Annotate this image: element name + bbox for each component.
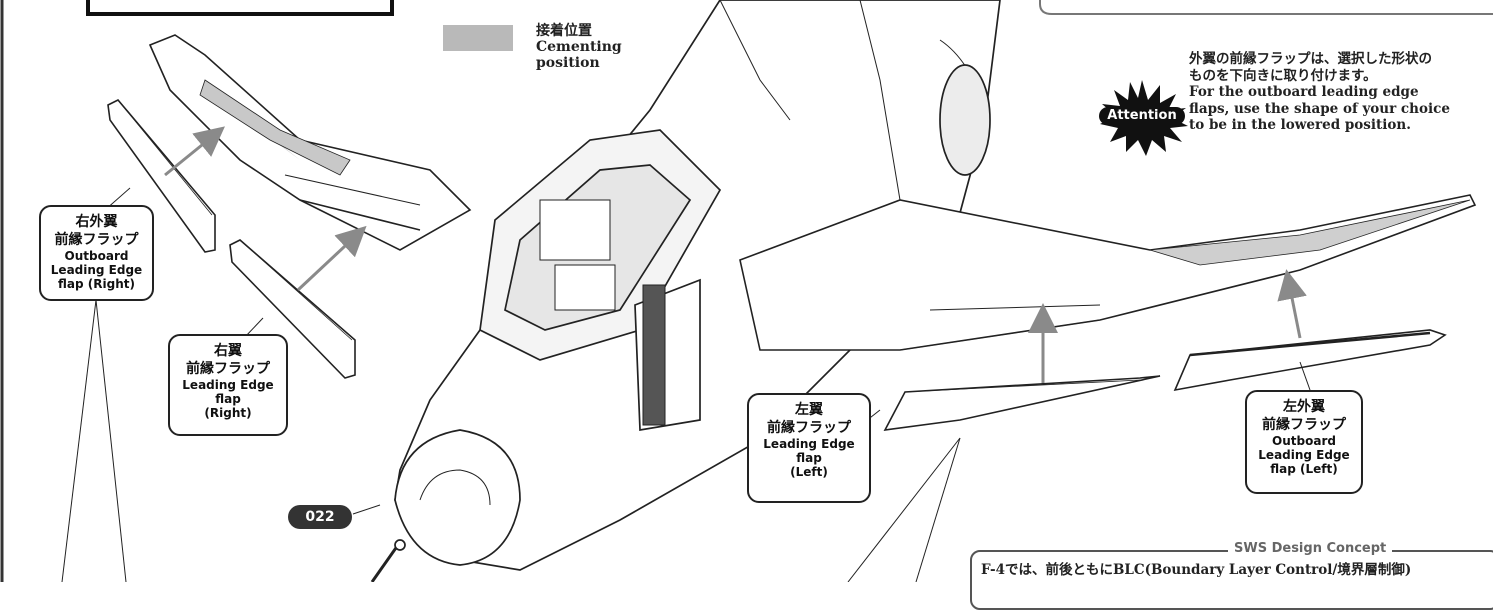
callout-jp: 前縁フラップ	[54, 232, 139, 248]
callout-jp: 左翼	[795, 402, 823, 418]
arrow-left-outboard	[1277, 269, 1307, 339]
right-outboard-flap-part	[107, 99, 216, 253]
fuselage	[370, 0, 1001, 582]
arrow-right	[296, 225, 367, 292]
callout-en: flap (Right)	[58, 277, 135, 291]
callout-en: Leading Edge	[182, 378, 274, 392]
cement-swatch	[443, 25, 513, 51]
callout-en: Outboard	[64, 249, 129, 263]
design-concept-text: F-4では、前後ともにBLC(Boundary Layer Control/境界…	[981, 562, 1412, 578]
callout-right-outboard-flap: 右外翼 前縁フラップ Outboard Leading Edge flap (R…	[39, 205, 154, 301]
arrow-right-outboard	[164, 126, 225, 177]
info-panel-edge	[1039, 0, 1493, 15]
callout-en: flap	[215, 392, 241, 406]
callout-left-outboard-flap: 左外翼 前縁フラップ Outboard Leading Edge flap (L…	[1245, 390, 1363, 494]
right-flap-part	[229, 239, 356, 379]
right-wing	[148, 34, 472, 251]
left-outboard-flap-part	[1173, 329, 1447, 392]
assembly-illustration	[0, 0, 1493, 582]
left-wing	[739, 194, 1477, 351]
instruction-frame	[86, 0, 394, 16]
callout-jp: 前縁フラップ	[186, 361, 270, 377]
callout-en: Leading Edge	[763, 437, 855, 451]
callout-en: Leading Edge	[50, 263, 143, 277]
legend-label: 接着位置 Cementing position	[536, 23, 622, 71]
attention-en-2: flaps, use the shape of your choice	[1189, 100, 1450, 117]
callout-en: Leading Edge	[1258, 448, 1350, 462]
callout-jp: 右外翼	[75, 214, 118, 230]
legend-jp: 接着位置	[536, 23, 592, 39]
attention-badge: Attention	[1099, 107, 1185, 125]
callout-en: flap	[796, 451, 822, 465]
callout-en: flap (Left)	[1270, 462, 1338, 476]
callout-left-flap: 左翼 前縁フラップ Leading Edge flap (Left)	[747, 393, 871, 503]
callout-en: (Left)	[790, 465, 828, 479]
callout-jp: 左外翼	[1283, 399, 1325, 415]
callout-right-flap: 右翼 前縁フラップ Leading Edge flap (Right)	[168, 334, 288, 436]
attention-en-3: to be in the lowered position.	[1189, 117, 1411, 133]
part-number-badge: 022	[288, 505, 352, 529]
design-concept-box	[970, 550, 1493, 610]
assembly-arrows	[164, 126, 1307, 383]
left-flap-part	[883, 375, 1161, 431]
attention-en-1: For the outboard leading edge	[1189, 84, 1419, 100]
design-concept-title: SWS Design Concept	[1228, 541, 1393, 557]
callout-en: (Right)	[204, 406, 252, 420]
legend-en-2: position	[536, 55, 600, 71]
attention-note: 外翼の前縁フラップは、選択した形状の ものを下向きに取り付けます。 For th…	[1189, 51, 1489, 134]
legend-en-1: Cementing	[536, 39, 622, 55]
attention-jp-1: 外翼の前縁フラップは、選択した形状の	[1189, 51, 1432, 67]
attention-jp-2: ものを下向きに取り付けます。	[1189, 67, 1377, 84]
callout-en: Outboard	[1272, 434, 1336, 448]
callout-jp: 右翼	[214, 343, 242, 359]
callout-jp: 前縁フラップ	[1262, 417, 1346, 433]
leader-lines	[61, 187, 1311, 582]
callout-jp: 前縁フラップ	[767, 420, 851, 436]
